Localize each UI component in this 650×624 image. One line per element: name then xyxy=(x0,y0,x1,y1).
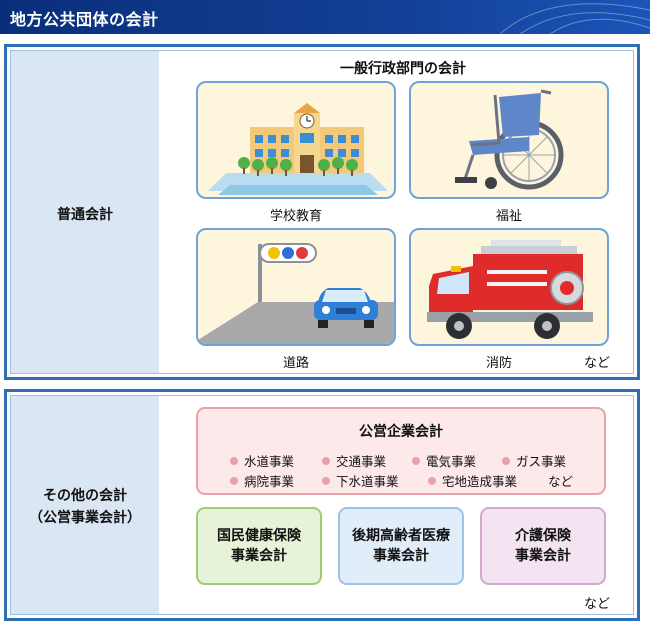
header-decoration xyxy=(499,3,650,34)
elderly-line1: 後期高齢者医療 xyxy=(352,528,450,544)
header-bar: 地方公共団体の会計 xyxy=(0,0,650,34)
pe-item: 電気事業 xyxy=(412,451,476,470)
general-section-title: 一般行政部門の会計 xyxy=(340,61,466,77)
bullet-icon xyxy=(322,477,330,485)
care-insurance-account-box: 介護保険事業会計 xyxy=(480,507,606,585)
pe-item: ガス事業 xyxy=(502,451,566,470)
card-welfare-label: 福祉 xyxy=(495,209,522,224)
pe-item-label: 宅地造成事業 xyxy=(442,474,518,489)
other-side-label-line2: （公営事業会計） xyxy=(29,510,141,526)
pe-item-label: 下水道事業 xyxy=(336,474,399,489)
pe-item: 交通事業 xyxy=(322,451,386,470)
pe-item-label: 水道事業 xyxy=(244,454,295,469)
elderly-line2: 事業会計 xyxy=(373,548,429,564)
card-road-label: 道路 xyxy=(282,356,309,371)
page-title: 地方公共団体の会計 xyxy=(10,10,159,29)
general-side: 普通会計 xyxy=(11,51,159,373)
pe-item: 水道事業 xyxy=(230,451,294,470)
bullet-icon xyxy=(230,477,238,485)
pe-etc: など xyxy=(548,474,574,489)
care-line2: 事業会計 xyxy=(515,548,571,564)
other-account-inner: その他の会計 （公営事業会計） xyxy=(10,395,634,615)
card-fire-label: 消防 xyxy=(485,356,512,371)
pe-item: 病院事業 xyxy=(230,471,294,490)
pe-item-label: 電気事業 xyxy=(426,454,477,469)
fire-engine-icon xyxy=(427,240,593,339)
general-etc: など xyxy=(584,356,611,371)
card-fire xyxy=(409,228,609,346)
public-enterprise-box: 公営企業会計 水道事業 交通事業 電気事業 ガス事業 病院事業 下水道事業 宅地… xyxy=(196,407,606,495)
nhi-account-box: 国民健康保険事業会計 xyxy=(196,507,322,585)
card-road xyxy=(196,228,396,346)
bullet-icon xyxy=(230,457,238,465)
other-side-label-line1: その他の会計 xyxy=(43,488,127,504)
school-icon xyxy=(208,103,388,195)
pe-item-label: 交通事業 xyxy=(336,454,387,469)
road-car-icon xyxy=(198,243,394,344)
general-account-inner: 普通会計 xyxy=(10,50,634,374)
pe-item: 宅地造成事業 xyxy=(428,471,517,490)
wheelchair-icon xyxy=(455,89,564,190)
general-side-label: 普通会計 xyxy=(57,207,113,223)
bullet-icon xyxy=(322,457,330,465)
bullet-icon xyxy=(428,477,436,485)
other-etc: など xyxy=(584,597,611,612)
nhi-line1: 国民健康保険 xyxy=(217,528,301,544)
other-side: その他の会計 （公営事業会計） xyxy=(11,396,159,614)
care-line1: 介護保険 xyxy=(515,528,571,544)
bullet-icon xyxy=(502,457,510,465)
public-enterprise-title: 公営企業会計 xyxy=(359,424,443,440)
card-welfare xyxy=(409,81,609,199)
card-school xyxy=(196,81,396,199)
bullet-icon xyxy=(412,457,420,465)
pe-item-label: ガス事業 xyxy=(516,454,567,469)
nhi-line2: 事業会計 xyxy=(231,548,287,564)
pe-item-label: 病院事業 xyxy=(244,474,295,489)
elderly-medical-account-box: 後期高齢者医療事業会計 xyxy=(338,507,464,585)
card-school-label: 学校教育 xyxy=(269,209,322,224)
pe-item: 下水道事業 xyxy=(322,471,399,490)
